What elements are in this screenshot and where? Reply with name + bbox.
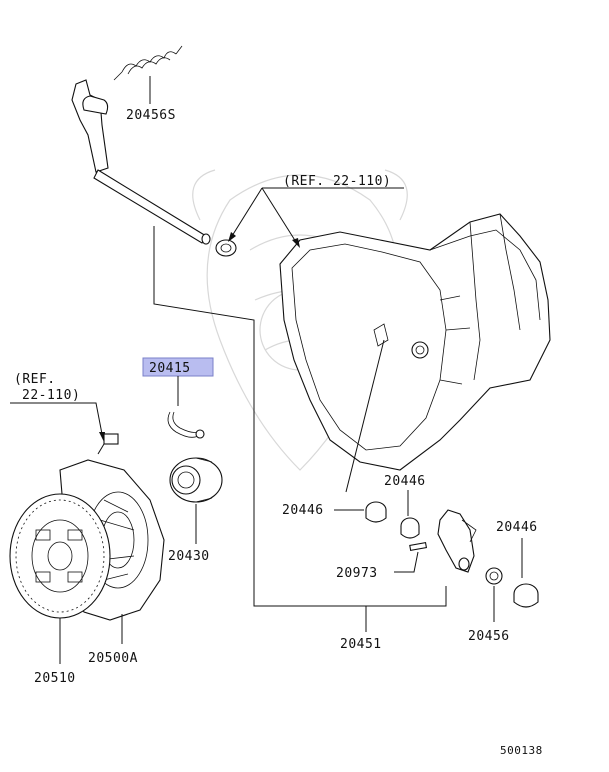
label-20430: 20430 (168, 549, 210, 564)
spring-20456 (485, 567, 503, 585)
diagram-number: 500138 (500, 744, 543, 757)
label-20446-left: 20446 (282, 503, 324, 518)
arrow-icon (228, 232, 236, 242)
bolt (97, 433, 119, 455)
clutch-disc-20510 (9, 493, 111, 619)
return-spring-20456s (113, 45, 183, 104)
release-shaft-lever (71, 79, 211, 245)
bushing-20446-left (365, 501, 387, 523)
label-20446-right: 20446 (496, 520, 538, 535)
label-20510: 20510 (34, 671, 76, 686)
leader-20973 (394, 551, 419, 573)
arrow-icon (292, 238, 300, 248)
leader-20446-case (345, 339, 385, 493)
ref-top-leader-a (231, 187, 263, 237)
label-20415[interactable]: 20415 (149, 361, 191, 376)
release-bearing-20430 (169, 457, 223, 503)
shaft-bushing (215, 239, 237, 257)
ref-left-line1: (REF. (14, 372, 56, 387)
label-20446-mid: 20446 (384, 474, 426, 489)
release-fork-20451 (437, 509, 477, 573)
bushing-20446-mid (400, 517, 420, 539)
bushing-20446-right (513, 583, 539, 608)
clip-20415 (167, 411, 205, 439)
label-20451: 20451 (340, 637, 382, 652)
label-20456s: 20456S (126, 108, 176, 123)
transmission-case (279, 213, 551, 471)
label-20456: 20456 (468, 629, 510, 644)
label-20500a: 20500A (88, 651, 138, 666)
ref-left-leader (10, 402, 103, 435)
ref-top-text: (REF. 22-110) (283, 174, 391, 189)
pin-20973 (409, 542, 428, 551)
bracket-20451 (153, 226, 447, 607)
ref-top-leader-b (261, 187, 297, 243)
ref-left-line2: 22-110) (22, 388, 80, 403)
label-20973: 20973 (336, 566, 378, 581)
